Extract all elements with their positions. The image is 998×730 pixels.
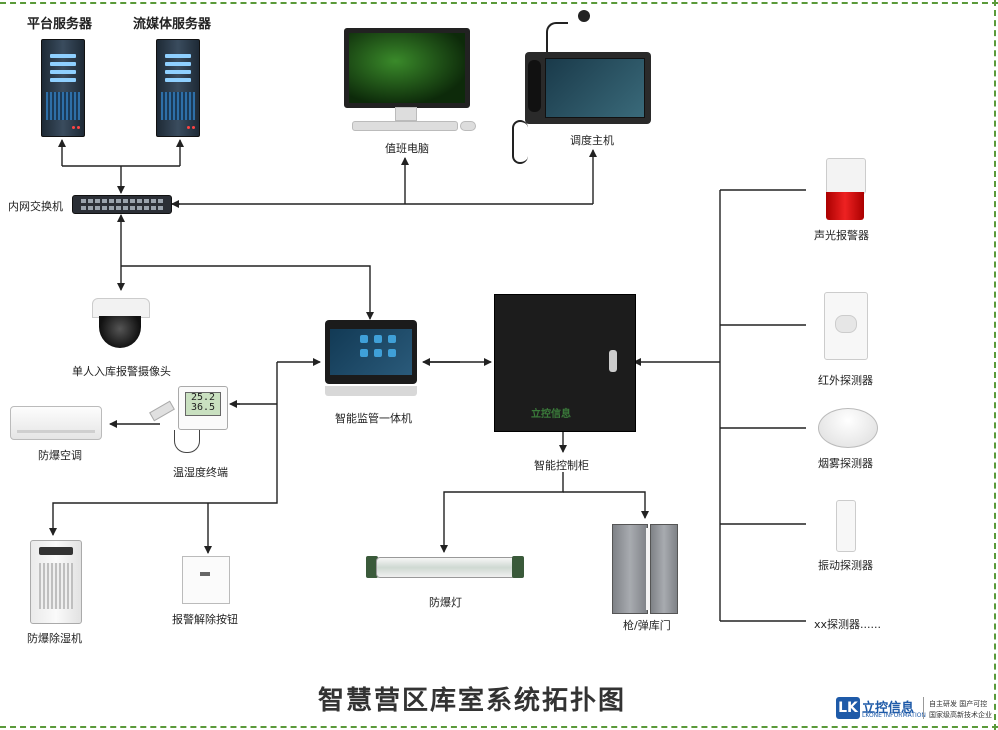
mouse	[460, 121, 476, 131]
brand-en-name: LKONE INFORMATION	[862, 712, 926, 719]
handset-cord	[512, 120, 528, 164]
dashed-border-right	[994, 0, 996, 730]
duty-pc-monitor[interactable]	[344, 28, 470, 108]
dispatch-host[interactable]	[525, 52, 651, 124]
dispatch-host-label: 调度主机	[570, 134, 614, 147]
dashed-border-bottom	[0, 726, 998, 728]
smoke-detector[interactable]	[818, 408, 878, 448]
lamp-end-left	[366, 556, 378, 578]
explosion-proof-ac[interactable]	[10, 406, 102, 440]
brand-slogan-2: 国家级高新技术企业	[929, 711, 992, 719]
brand-name: 立控信息	[862, 701, 915, 716]
sound-light-alarm-label: 声光报警器	[814, 229, 869, 242]
sound-light-alarm[interactable]	[826, 158, 866, 194]
media-server[interactable]	[156, 39, 200, 137]
control-cabinet[interactable]: 立控信息	[494, 294, 636, 432]
vibration-detector-label: 振动探测器	[818, 559, 873, 572]
platform-server[interactable]	[41, 39, 85, 137]
th-temp: 25.2	[190, 392, 216, 403]
mic-head	[578, 10, 590, 22]
alarm-reset-button-label: 报警解除按钮	[172, 613, 238, 626]
alarm-camera[interactable]	[92, 298, 150, 318]
monitor-terminal-label: 智能监管一体机	[335, 412, 412, 425]
xx-detector-label: xx探测器......	[814, 618, 881, 631]
brand-separator	[923, 697, 924, 719]
monitor-terminal[interactable]	[325, 320, 417, 384]
brand-logo-icon: LK	[836, 697, 860, 719]
keyboard	[352, 121, 458, 131]
gooseneck-mic	[546, 22, 568, 64]
armory-door-label: 枪/弹库门	[623, 619, 671, 632]
dashed-border-top	[0, 2, 998, 4]
th-humidity: 36.5	[190, 402, 216, 413]
control-cabinet-label: 智能控制柜	[534, 459, 589, 472]
monitor-stand	[395, 107, 417, 121]
vibration-detector[interactable]	[836, 500, 856, 552]
alarm-reset-button[interactable]	[182, 556, 230, 604]
brand-slogan-1: 自主研发 国产可控	[929, 700, 988, 708]
platform-server-label: 平台服务器	[27, 17, 93, 32]
th-cable	[174, 430, 200, 453]
dehumidifier[interactable]	[30, 540, 82, 624]
door-gap	[646, 528, 650, 610]
network-switch-label: 内网交换机	[8, 200, 63, 213]
media-server-label: 流媒体服务器	[133, 17, 212, 32]
dehumidifier-label: 防爆除湿机	[27, 632, 82, 645]
cabinet-logo: 立控信息	[531, 409, 571, 420]
th-terminal-label: 温湿度终端	[173, 466, 228, 479]
explosion-lamp-label: 防爆灯	[429, 596, 462, 609]
explosion-lamp[interactable]	[376, 557, 516, 578]
armory-door-left[interactable]	[612, 524, 648, 614]
ac-label: 防爆空调	[38, 449, 82, 462]
network-switch[interactable]	[72, 195, 172, 214]
armory-door-right[interactable]	[650, 524, 678, 614]
infrared-detector-label: 红外探测器	[818, 374, 873, 387]
terminal-bezel	[325, 386, 417, 396]
cabinet-handle[interactable]	[609, 350, 617, 372]
alarm-lamp	[826, 192, 864, 220]
lamp-end-right	[512, 556, 524, 578]
alarm-camera-label: 单人入库报警摄像头	[72, 365, 171, 378]
duty-pc-label: 值班电脑	[385, 142, 429, 155]
infrared-detector[interactable]	[824, 292, 868, 360]
th-terminal[interactable]: 25.2 36.5	[178, 386, 228, 430]
smoke-detector-label: 烟雾探测器	[818, 457, 873, 470]
diagram-title: 智慧营区库室系统拓扑图	[318, 686, 627, 716]
